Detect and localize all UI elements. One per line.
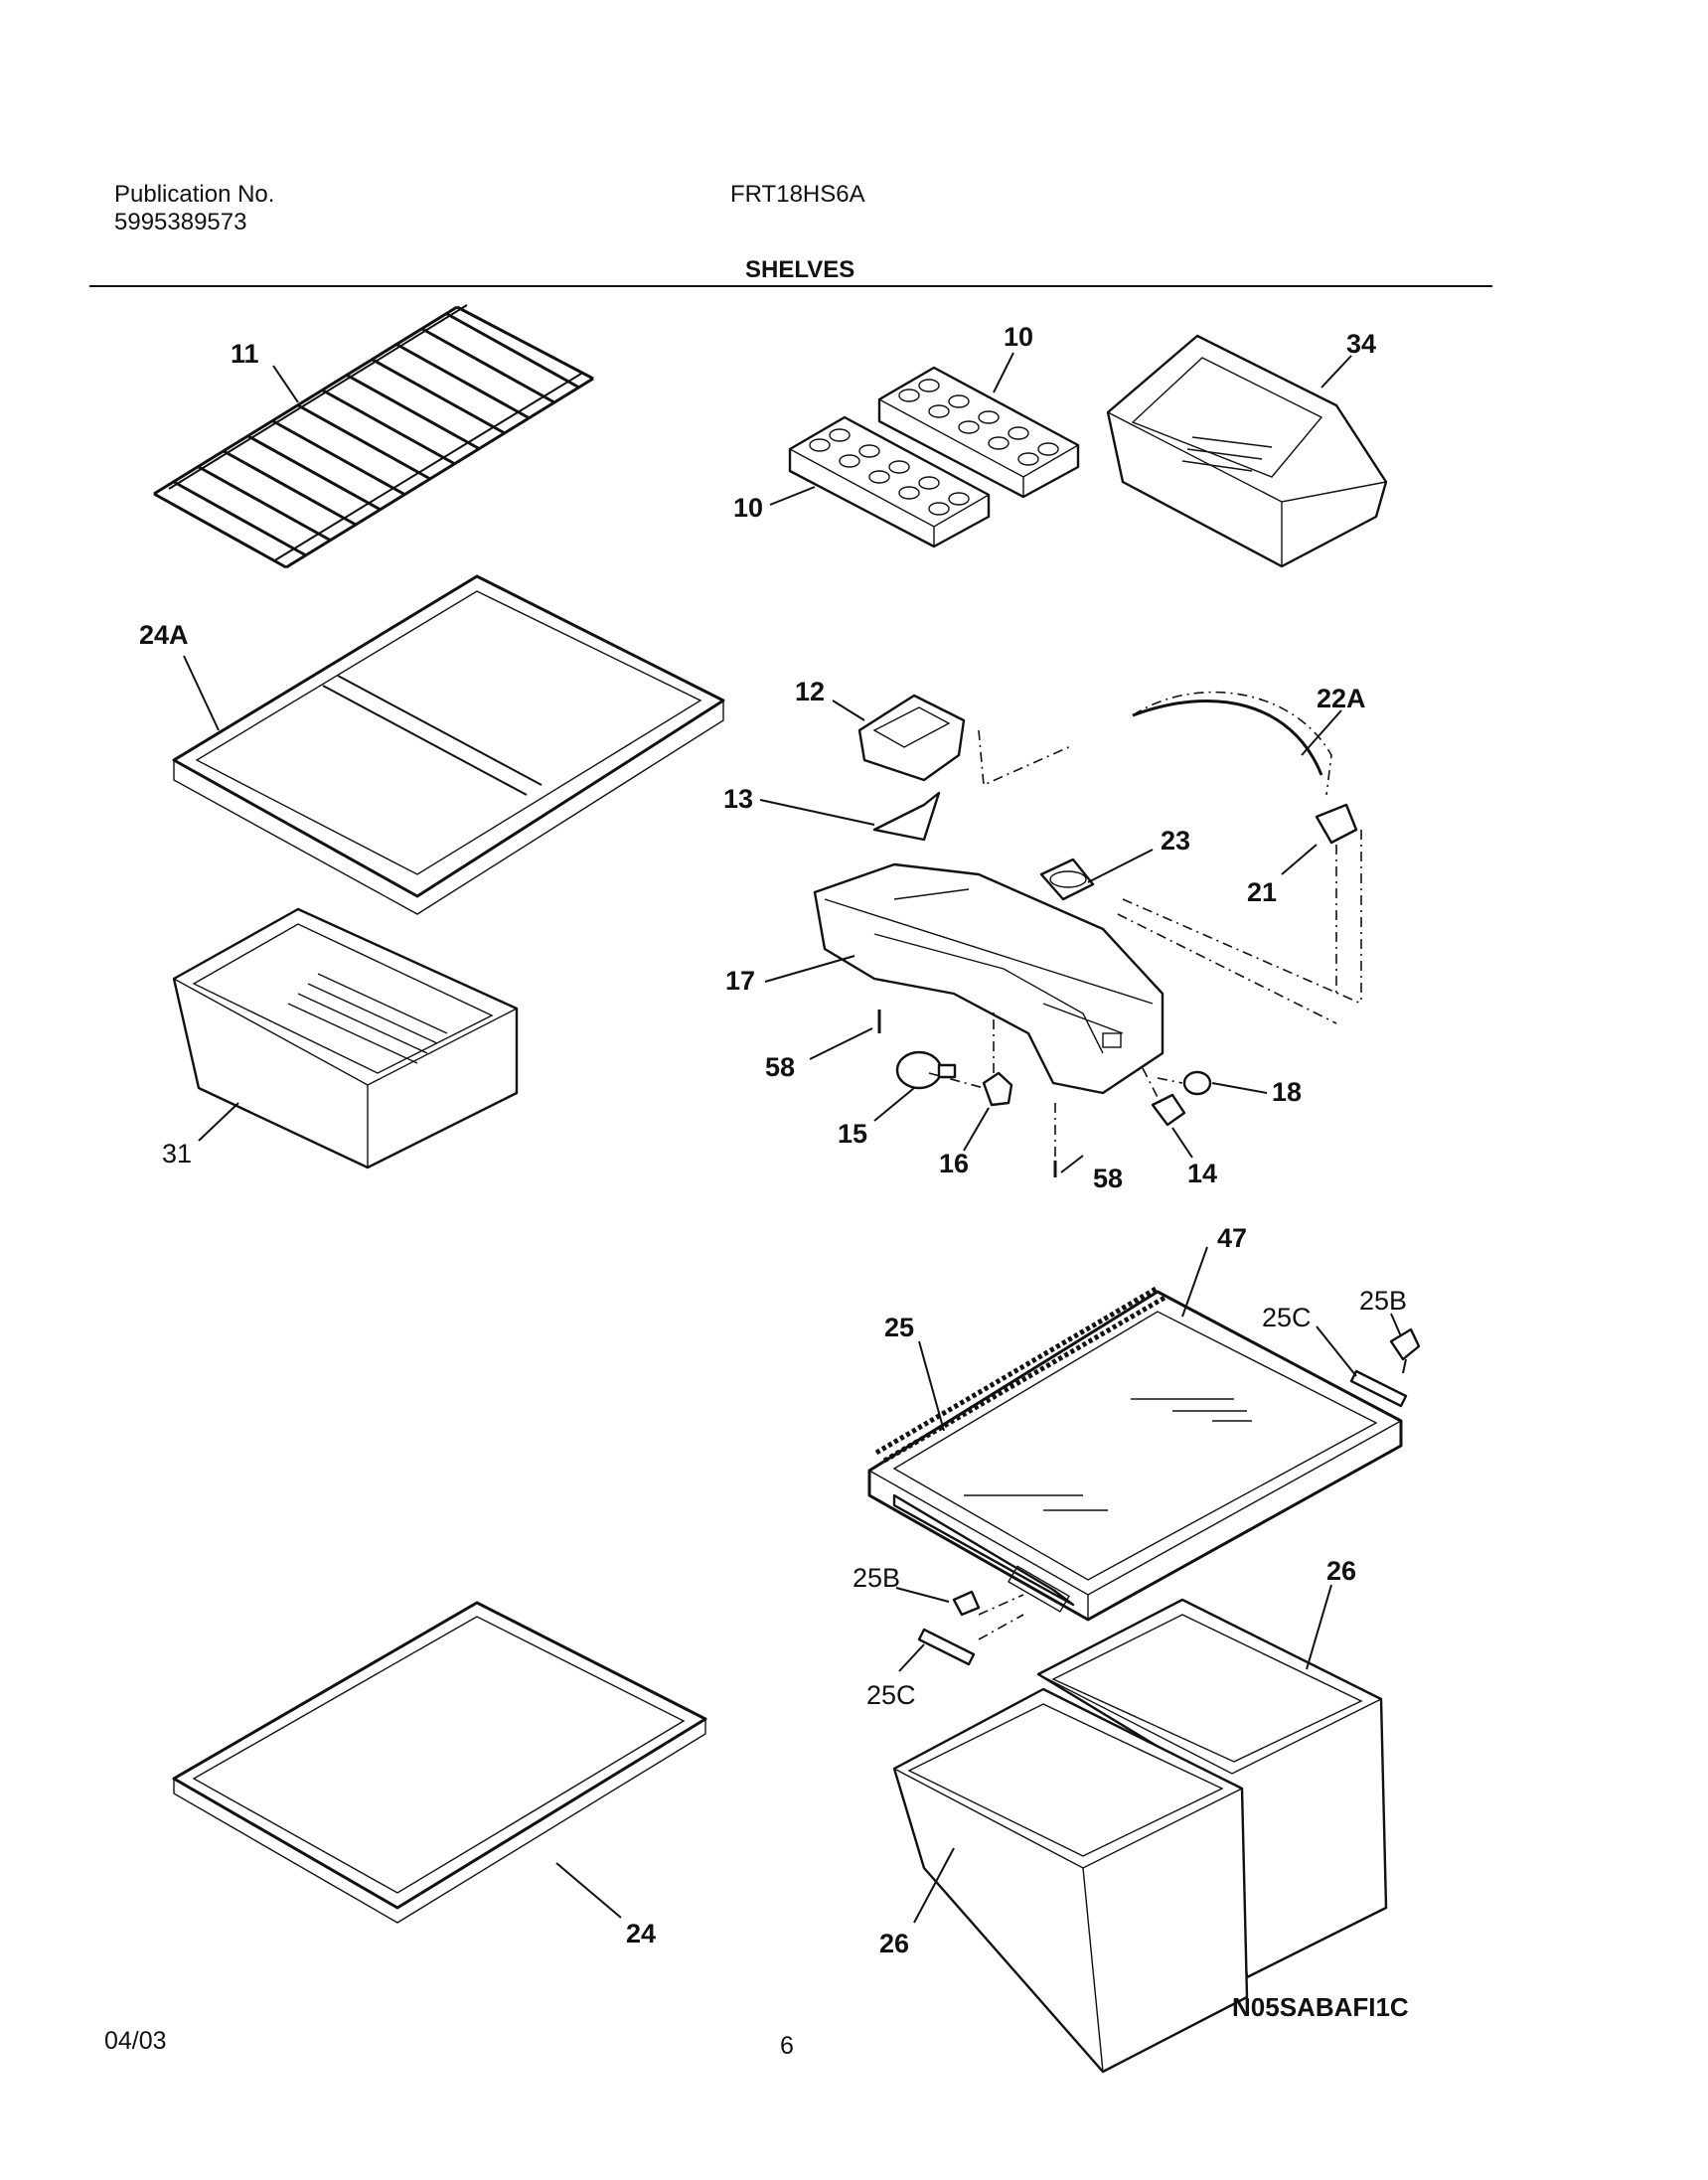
leader-24A: [183, 655, 220, 731]
leader-25: [918, 1340, 945, 1432]
callout-58a: 58: [765, 1052, 795, 1082]
bracket-dash-bottom: [978, 1594, 1024, 1640]
connector-part-21: [1315, 803, 1358, 845]
callout-10b: 10: [733, 493, 763, 523]
socket-part-16: [982, 1071, 1013, 1107]
model-number: FRT18HS6A: [730, 181, 865, 208]
callout-11: 11: [231, 339, 259, 369]
callout-21: 21: [1247, 877, 1277, 907]
leader-10a: [993, 352, 1014, 393]
shelf-assembly-part-25-47: [867, 1285, 1403, 1622]
clip-part-25B-top: [1389, 1327, 1421, 1374]
callout-25B-bottom: 25B: [853, 1563, 900, 1593]
leader-10b: [769, 486, 816, 506]
housing-part-17: [813, 862, 1165, 1095]
grommet-part-18: [1182, 1070, 1212, 1096]
leader-11: [272, 365, 299, 403]
leader-15: [873, 1087, 915, 1122]
leader-31: [198, 1102, 239, 1142]
bracket-part-25C-bottom: [917, 1628, 976, 1666]
leader-18: [1211, 1082, 1268, 1094]
callout-26-right: 26: [1326, 1556, 1356, 1586]
ice-tray-part-10-back: [877, 366, 1080, 499]
callout-15: 15: [838, 1119, 867, 1149]
crisper-pan-part-31: [172, 907, 519, 1169]
glass-shelf-part-24A: [172, 574, 725, 915]
leader-23: [1087, 849, 1154, 883]
leader-25C-bottom: [898, 1643, 925, 1672]
leader-25C-top: [1316, 1325, 1357, 1377]
leader-58a: [809, 1027, 873, 1060]
drawing-code: N05SABAFI1C: [1232, 1992, 1409, 2022]
leader-22A: [1301, 709, 1342, 756]
grommet-dash: [1157, 1077, 1183, 1084]
callout-24: 24: [626, 1919, 656, 1948]
header-rule: [89, 285, 1492, 287]
callout-13: 13: [723, 784, 753, 814]
callout-25B-top: 25B: [1359, 1286, 1407, 1316]
crisper-drawer-part-26-left: [892, 1687, 1249, 2074]
leader-14: [1171, 1127, 1193, 1159]
wire-routing-dash: [978, 691, 1332, 796]
callout-25C-bottom: 25C: [866, 1680, 916, 1710]
leader-12: [832, 700, 865, 721]
leader-34: [1320, 355, 1352, 389]
socket-dash-lines: [928, 1009, 995, 1089]
freezer-bin-part-34: [1106, 334, 1388, 568]
glass-shelf-part-24: [172, 1601, 707, 1924]
callout-23: 23: [1161, 826, 1190, 856]
leader-13: [759, 799, 875, 826]
clip-part-25B-bottom: [952, 1590, 981, 1617]
leader-26-left: [913, 1847, 955, 1924]
wire-shelf-part-11: [153, 304, 594, 569]
callout-17: 17: [725, 966, 755, 996]
leader-58b: [1060, 1155, 1084, 1173]
callout-31: 31: [162, 1139, 192, 1168]
callout-22A: 22A: [1317, 684, 1366, 713]
wire-harness-part-22A: [1132, 700, 1323, 776]
callout-47: 47: [1217, 1223, 1247, 1253]
switch-dash: [1142, 1067, 1162, 1104]
callout-25: 25: [884, 1313, 914, 1342]
leader-47: [1181, 1246, 1208, 1318]
callout-24A: 24A: [139, 620, 189, 650]
leader-16: [963, 1107, 990, 1152]
ice-tray-part-10-front: [788, 415, 991, 548]
publication-number: 5995389573: [114, 209, 247, 235]
light-bulb-part-15: [895, 1050, 957, 1090]
callout-58b: 58: [1093, 1164, 1123, 1193]
leader-25B-bottom: [895, 1587, 950, 1603]
callout-12: 12: [795, 677, 825, 706]
leader-26-right: [1306, 1584, 1332, 1670]
callout-34: 34: [1346, 329, 1376, 359]
section-title: SHELVES: [745, 256, 855, 283]
callout-25C-top: 25C: [1262, 1303, 1312, 1332]
callout-16: 16: [939, 1149, 969, 1178]
leader-21: [1281, 844, 1318, 875]
callout-18: 18: [1272, 1077, 1302, 1107]
thermostat-part-23: [1039, 857, 1095, 901]
footer-date: 04/03: [104, 2027, 167, 2055]
callout-14: 14: [1187, 1159, 1217, 1188]
ice-chute-part-12: [857, 694, 966, 782]
switch-part-14: [1151, 1093, 1186, 1127]
page-number: 6: [780, 2032, 794, 2060]
leader-24: [555, 1862, 622, 1919]
callout-26-left: 26: [879, 1929, 909, 1958]
bracket-part-25C-top: [1349, 1369, 1408, 1408]
publication-label: Publication No.: [114, 181, 275, 208]
mount-dash-lines: [1117, 830, 1362, 1024]
leader-25B-top: [1390, 1313, 1402, 1337]
callout-10a: 10: [1004, 322, 1033, 352]
leader-17: [764, 955, 855, 983]
deflector-part-13: [872, 791, 941, 842]
